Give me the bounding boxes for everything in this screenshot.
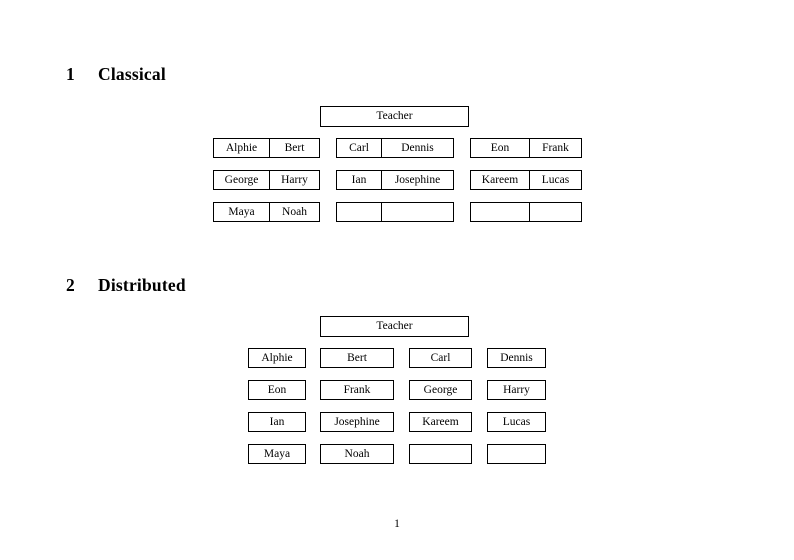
student-box-empty [487, 444, 546, 464]
student-box: Alphie [248, 348, 306, 368]
student-box: Lucas [487, 412, 546, 432]
student-box: Maya [248, 444, 306, 464]
student-box: Dennis [487, 348, 546, 368]
student-pair-box-empty [470, 202, 582, 222]
student-pair-box: Maya Noah [213, 202, 320, 222]
student-box: Noah [320, 444, 394, 464]
student-cell: Dennis [381, 139, 453, 157]
student-box: Carl [409, 348, 472, 368]
teacher-box-classical: Teacher [320, 106, 469, 127]
student-cell: Kareem [481, 174, 519, 186]
student-cell: Alphie [225, 142, 258, 154]
section-heading-classical: 1 Classical [66, 64, 166, 85]
student-box: Ian [248, 412, 306, 432]
student-cell: Carl [349, 142, 369, 154]
student-cell: Josephine [381, 171, 453, 189]
student-cell: Eon [490, 142, 510, 154]
student-cell: Ian [351, 174, 367, 186]
student-box: Bert [320, 348, 394, 368]
student-cell: Bert [269, 139, 319, 157]
student-box: Josephine [320, 412, 394, 432]
student-cell: Noah [269, 203, 319, 221]
student-cell-empty [529, 203, 581, 221]
student-box: Harry [487, 380, 546, 400]
section-number: 2 [66, 275, 75, 295]
student-cell: Frank [529, 139, 581, 157]
student-cell-empty [381, 203, 453, 221]
student-pair-box: Kareem Lucas [470, 170, 582, 190]
student-box: Kareem [409, 412, 472, 432]
student-box: Eon [248, 380, 306, 400]
student-cell-empty [337, 203, 381, 221]
student-cell: Harry [269, 171, 319, 189]
student-box: Frank [320, 380, 394, 400]
student-pair-box: Alphie Bert [213, 138, 320, 158]
student-box: George [409, 380, 472, 400]
page-number: 1 [394, 518, 400, 530]
student-cell: Maya [228, 206, 255, 218]
section-title: Classical [98, 64, 166, 84]
teacher-box-distributed: Teacher [320, 316, 469, 337]
student-pair-box: Eon Frank [470, 138, 582, 158]
section-number: 1 [66, 64, 75, 84]
student-pair-box-empty [336, 202, 454, 222]
student-pair-box: Ian Josephine [336, 170, 454, 190]
student-pair-box: Carl Dennis [336, 138, 454, 158]
student-pair-box: George Harry [213, 170, 320, 190]
student-cell: George [224, 174, 259, 186]
student-box-empty [409, 444, 472, 464]
student-cell-empty [471, 203, 529, 221]
section-heading-distributed: 2 Distributed [66, 275, 186, 296]
section-title: Distributed [98, 275, 186, 295]
student-cell: Lucas [529, 171, 581, 189]
